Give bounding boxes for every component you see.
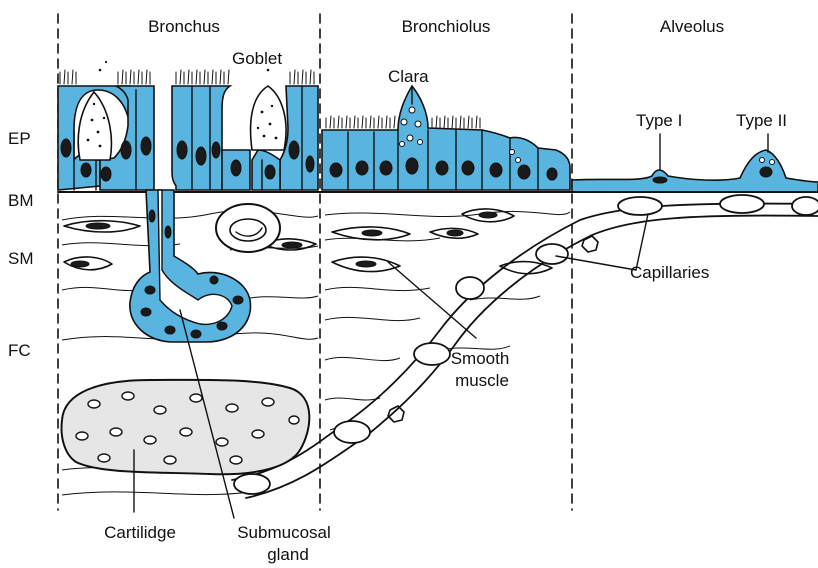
label-submucosal-line1: Submucosal bbox=[237, 523, 331, 542]
label-sm: SM bbox=[8, 249, 34, 268]
label-ep: EP bbox=[8, 129, 31, 148]
label-type2: Type II bbox=[736, 111, 787, 130]
label-fc: FC bbox=[8, 341, 31, 360]
label-bronchiolus: Bronchiolus bbox=[402, 17, 491, 36]
label-smooth-muscle-line2: muscle bbox=[455, 371, 509, 390]
label-smooth-muscle-line1: Smooth bbox=[451, 349, 510, 368]
label-type1: Type I bbox=[636, 111, 682, 130]
bronchus-epithelium bbox=[58, 61, 318, 190]
label-bronchus: Bronchus bbox=[148, 17, 220, 36]
goblet-cell-right bbox=[251, 86, 286, 150]
leader-smooth-muscle bbox=[388, 262, 476, 338]
layer-labels: EP BM SM FC bbox=[8, 129, 34, 360]
label-capillaries: Capillaries bbox=[630, 263, 709, 282]
label-clara: Clara bbox=[388, 67, 429, 86]
label-alveolus: Alveolus bbox=[660, 17, 724, 36]
bronchiolus-epithelium bbox=[322, 86, 570, 190]
cartilage bbox=[62, 380, 310, 474]
bronchus-vessel bbox=[216, 204, 280, 252]
leader-capillaries-1 bbox=[556, 256, 636, 270]
region-titles: Bronchus Bronchiolus Alveolus bbox=[148, 17, 724, 36]
label-bm: BM bbox=[8, 191, 34, 210]
label-cartilage: Cartilidge bbox=[104, 523, 176, 542]
label-goblet: Goblet bbox=[232, 49, 282, 68]
label-submucosal-line2: gland bbox=[267, 545, 309, 564]
spindle-cells bbox=[64, 209, 552, 274]
alveolus-epithelium bbox=[572, 150, 818, 192]
goblet-cell-left bbox=[78, 92, 111, 160]
